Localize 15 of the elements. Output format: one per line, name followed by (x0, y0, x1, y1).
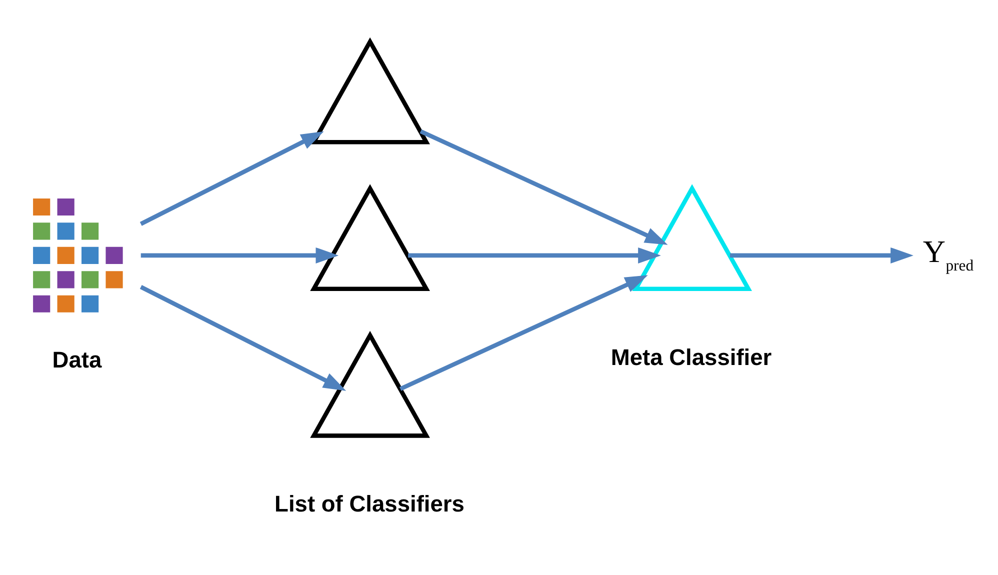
arrow (420, 129, 668, 245)
node-label: Data (52, 346, 102, 373)
node-label: Meta Classifier (610, 344, 772, 370)
arrow (140, 285, 346, 391)
node-tree (310, 37, 430, 144)
arrow (408, 247, 661, 264)
arrow (399, 275, 648, 391)
node-text: Y$_{pred}$ (922, 234, 974, 274)
node-tree (310, 184, 430, 292)
label: List of Classifiers (274, 490, 464, 517)
node-tree (632, 184, 752, 292)
arrow (730, 247, 914, 264)
arrow (140, 247, 339, 264)
arrow (140, 131, 324, 226)
node-tree (310, 330, 430, 438)
